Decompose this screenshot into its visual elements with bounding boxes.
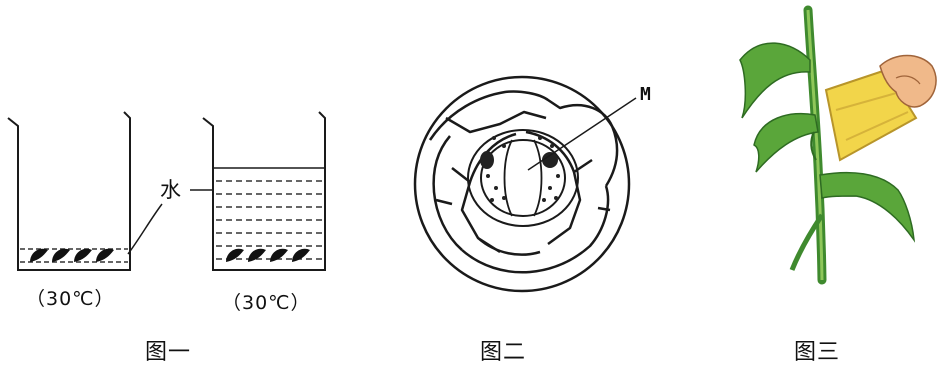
beaker-left-temperature: （30℃） bbox=[26, 288, 115, 310]
seeds-left bbox=[30, 248, 114, 262]
beaker-left bbox=[7, 111, 131, 271]
figure2-caption: 图二 bbox=[480, 340, 527, 365]
epidermal-cells bbox=[428, 90, 619, 274]
beaker-right-water bbox=[216, 180, 323, 260]
figure1-caption: 图一 bbox=[145, 340, 192, 365]
nuclei bbox=[480, 151, 558, 169]
m-pointer-line bbox=[527, 97, 637, 171]
paper-bag bbox=[824, 68, 918, 162]
beaker-right bbox=[202, 111, 326, 271]
chloroplasts bbox=[486, 136, 560, 202]
corn-plant bbox=[739, 5, 916, 285]
beaker-right-temperature: （30℃） bbox=[222, 292, 311, 314]
hand bbox=[879, 54, 937, 108]
guard-cells bbox=[467, 129, 579, 227]
microscope-field bbox=[413, 75, 631, 293]
figure3-caption: 图三 bbox=[794, 340, 841, 365]
water-label: 水 bbox=[160, 178, 181, 202]
m-label: M bbox=[640, 84, 651, 105]
seeds-right bbox=[226, 248, 310, 262]
water-leader-lines bbox=[127, 189, 214, 255]
